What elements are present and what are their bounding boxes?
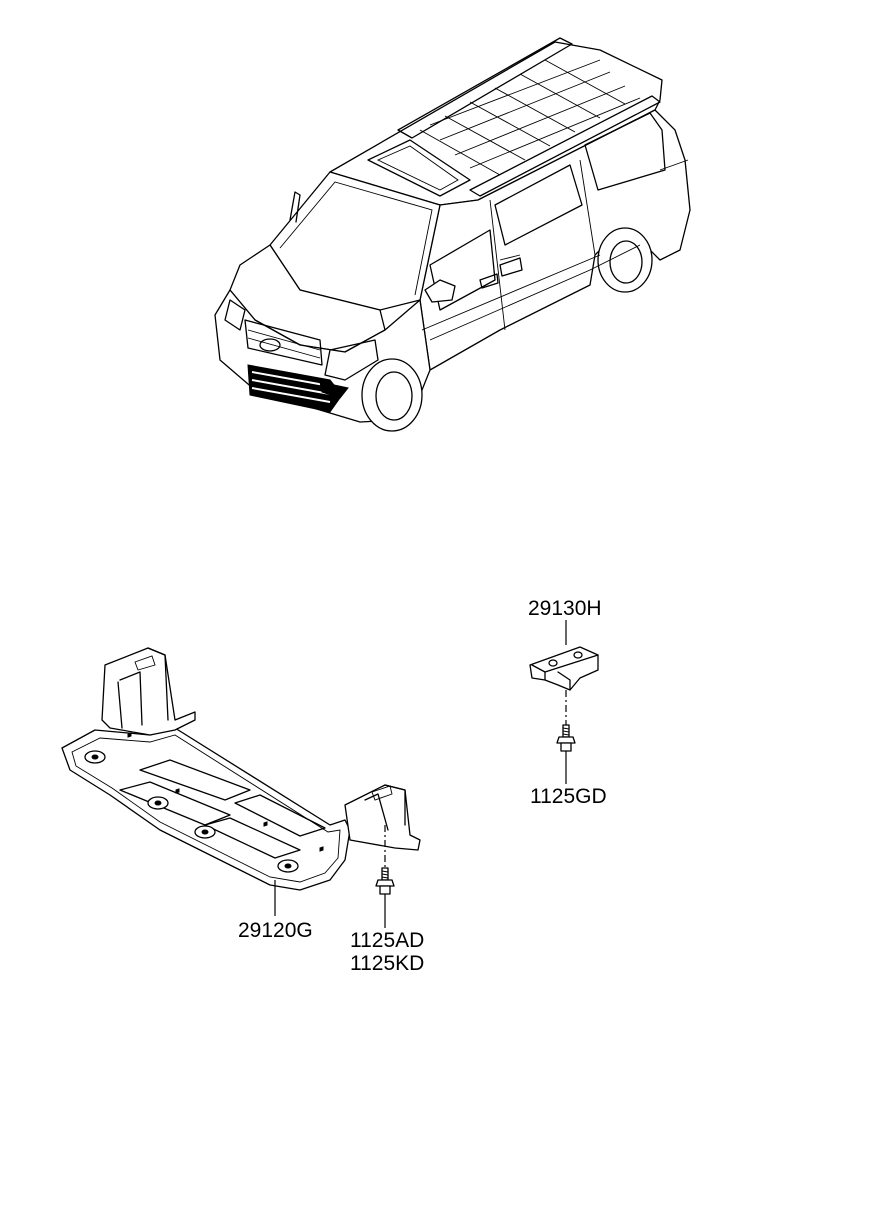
under-cover-part	[61, 647, 421, 891]
cover-bolt-part	[375, 825, 395, 928]
van-illustration	[214, 37, 691, 432]
label-29120G: 29120G	[238, 919, 313, 942]
bracket-bolt-part	[556, 690, 576, 784]
label-1125KD: 1125KD	[350, 952, 425, 975]
label-1125AD: 1125AD	[350, 929, 425, 952]
label-29130H: 29130H	[528, 597, 602, 620]
label-1125GD: 1125GD	[530, 785, 607, 808]
bracket-part	[529, 620, 599, 691]
